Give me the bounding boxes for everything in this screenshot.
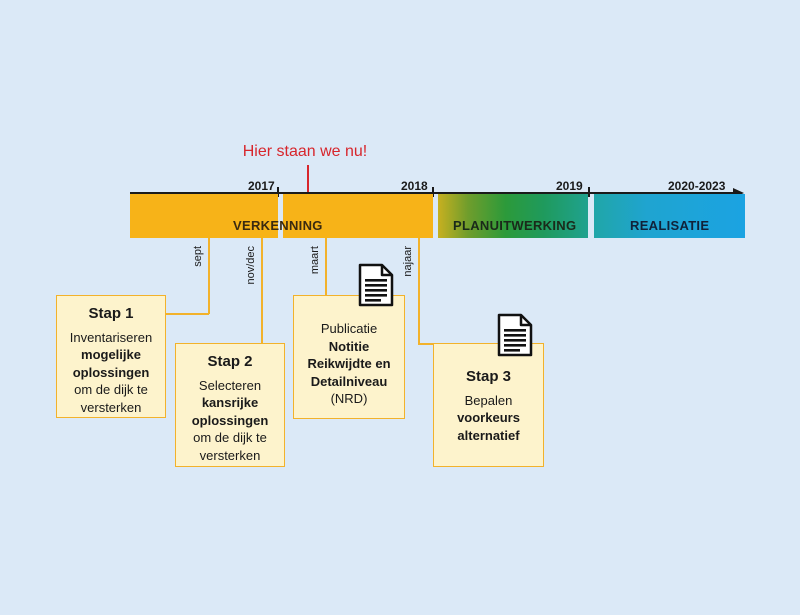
connector-label-maart: maart (309, 246, 321, 275)
step-line: voorkeurs (457, 410, 520, 425)
step-line: versterken (199, 447, 261, 463)
step-line: Detailniveau (310, 373, 388, 389)
connector-novdec (261, 238, 263, 344)
tick-2018 (432, 187, 434, 197)
tick-2017 (277, 187, 279, 197)
year-2019: 2019 (556, 179, 583, 193)
tick-2019 (588, 187, 590, 197)
step-line: mogelijke (81, 347, 141, 362)
phase-label-realisatie: REALISATIE (630, 218, 710, 233)
step-title: Stap 2 (207, 353, 253, 370)
step-line: Publicatie (320, 321, 378, 336)
step-line: Notitie (328, 338, 370, 354)
step-box-stap1: Stap 1 Inventariseren mogelijke oplossin… (56, 295, 166, 418)
step-line: oplossingen (72, 364, 150, 380)
phase-bar-planuitwerking (438, 194, 588, 238)
current-position-label: Hier staan we nu! (242, 143, 368, 160)
step-line: alternatief (457, 427, 520, 443)
phase-bar-realisatie (594, 194, 745, 238)
step-title: Stap 3 (465, 368, 511, 385)
step-box-publicatie: Publicatie Notitie Reikwijdte en Detailn… (293, 295, 405, 419)
step-line: Selecteren (198, 377, 262, 393)
connector-sept-arm (165, 313, 209, 315)
document-icon (358, 263, 394, 307)
connector-sept (208, 238, 210, 314)
step-line: Inventariseren (69, 329, 153, 345)
step-box-stap3: Stap 3 Bepalen voorkeurs alternatief (433, 343, 544, 467)
timeline-arrow-icon (733, 188, 744, 198)
step-line: versterken (80, 399, 142, 415)
phase-label-verkenning: VERKENNING (233, 218, 323, 233)
connector-label-najaar: najaar (402, 246, 414, 277)
connector-najaar (418, 238, 420, 344)
phase-bar-verkenning-a (130, 194, 278, 238)
step-line: Reikwijdte en (307, 356, 391, 371)
step-title: Stap 1 (88, 305, 134, 322)
connector-label-sept: sept (192, 246, 204, 267)
year-2018: 2018 (401, 179, 428, 193)
connector-label-novdec: nov/dec (245, 246, 257, 285)
step-line: Bepalen (464, 392, 513, 408)
phase-bar-verkenning-b (283, 194, 433, 238)
step-line: kansrijke (201, 395, 259, 410)
connector-najaar-arm (418, 343, 434, 345)
connector-maart (325, 238, 327, 295)
current-position-pin-line (307, 165, 309, 203)
phase-label-planuitwerking: PLANUITWERKING (453, 218, 577, 233)
step-line: om de dijk te (74, 382, 148, 397)
year-2017: 2017 (248, 179, 275, 193)
step-box-stap2: Stap 2 Selecteren kansrijke oplossingen … (175, 343, 285, 467)
step-line: oplossingen (191, 412, 269, 428)
step-line: (NRD) (330, 391, 368, 406)
step-line: om de dijk te (193, 430, 267, 445)
document-icon (497, 313, 533, 357)
year-2020-2023: 2020-2023 (668, 179, 726, 193)
